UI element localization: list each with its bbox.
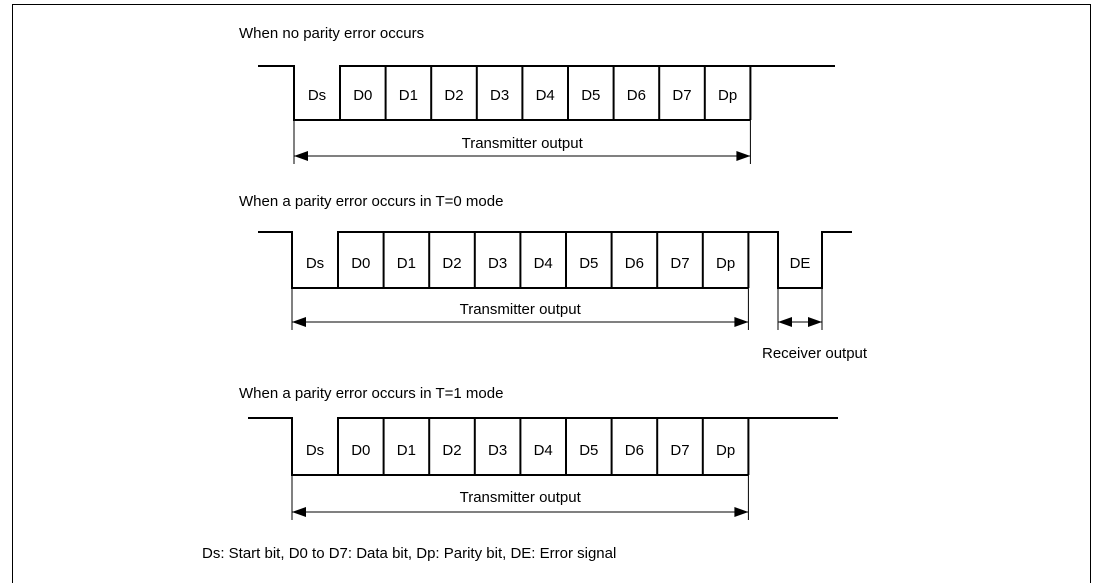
bit-label-d0: D0 xyxy=(353,87,372,104)
bit-label-d5: D5 xyxy=(579,255,598,272)
bit-label-ds: Ds xyxy=(308,87,326,104)
bit-label-d7: D7 xyxy=(670,255,689,272)
bit-label-de: DE xyxy=(790,255,811,272)
receiver-label: Receiver output xyxy=(762,345,868,362)
arrowhead-left xyxy=(294,151,308,161)
diagram-caption: When a parity error occurs in T=0 mode xyxy=(239,193,503,210)
figure-frame xyxy=(12,4,1091,583)
bit-label-d6: D6 xyxy=(625,442,644,459)
bit-label-d1: D1 xyxy=(399,87,418,104)
bit-label-d2: D2 xyxy=(444,87,463,104)
timing-diagram-2: When a parity error occurs in T=0 modeDs… xyxy=(239,193,868,362)
arrowhead-right xyxy=(734,507,749,517)
arrowhead-right xyxy=(736,151,751,161)
bit-label-d4: D4 xyxy=(534,442,553,459)
bit-label-dp: Dp xyxy=(716,255,735,272)
bit-label-ds: Ds xyxy=(306,442,324,459)
bit-label-d4: D4 xyxy=(536,87,555,104)
bit-label-ds: Ds xyxy=(306,255,324,272)
bit-label-d1: D1 xyxy=(397,255,416,272)
span-label: Transmitter output xyxy=(460,489,582,506)
arrowhead-right xyxy=(734,317,749,327)
bit-label-d2: D2 xyxy=(442,255,461,272)
bit-label-d5: D5 xyxy=(581,87,600,104)
bit-label-d7: D7 xyxy=(672,87,691,104)
span-label: Transmitter output xyxy=(462,135,584,152)
bit-label-dp: Dp xyxy=(718,87,737,104)
arrowhead-left xyxy=(292,317,306,327)
timing-diagram-3: When a parity error occurs in T=1 modeDs… xyxy=(239,385,838,520)
span-label: Transmitter output xyxy=(460,301,582,318)
bit-label-d4: D4 xyxy=(534,255,553,272)
bit-label-d3: D3 xyxy=(490,87,509,104)
legend-text: Ds: Start bit, D0 to D7: Data bit, Dp: P… xyxy=(202,545,616,562)
bit-label-d5: D5 xyxy=(579,442,598,459)
receiver-arrowhead-left xyxy=(778,317,792,327)
arrowhead-left xyxy=(292,507,306,517)
bit-label-d7: D7 xyxy=(670,442,689,459)
diagram-caption: When a parity error occurs in T=1 mode xyxy=(239,385,503,402)
bit-label-d0: D0 xyxy=(351,442,370,459)
bit-label-dp: Dp xyxy=(716,442,735,459)
bit-label-d2: D2 xyxy=(442,442,461,459)
bit-label-d6: D6 xyxy=(627,87,646,104)
bit-label-d3: D3 xyxy=(488,442,507,459)
bit-label-d3: D3 xyxy=(488,255,507,272)
bit-label-d1: D1 xyxy=(397,442,416,459)
bit-label-d0: D0 xyxy=(351,255,370,272)
signal-waveform xyxy=(258,231,852,289)
diagram-caption: When no parity error occurs xyxy=(239,25,424,42)
receiver-arrowhead-right xyxy=(808,317,822,327)
bit-label-d6: D6 xyxy=(625,255,644,272)
